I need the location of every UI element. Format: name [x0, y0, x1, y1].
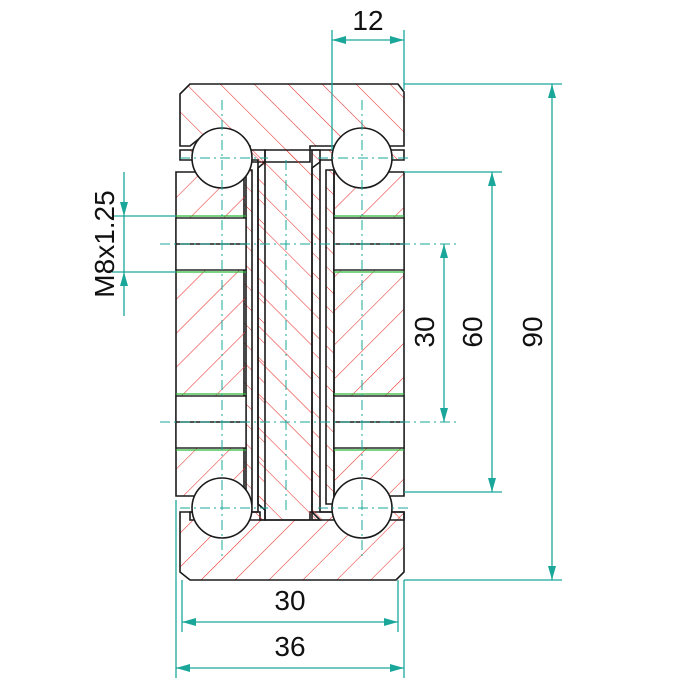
dim-36-label: 36	[274, 631, 305, 662]
left-block	[175, 165, 247, 503]
dimension-30-vertical: 30	[409, 244, 448, 422]
dim-thread-label: M8x1.25	[89, 190, 120, 297]
dimension-thread: M8x1.25	[89, 172, 176, 316]
dimension-36: 36	[175, 500, 405, 678]
dimension-30-horizontal: 30	[181, 580, 399, 632]
dimension-12: 12	[331, 5, 405, 150]
central-slide	[257, 149, 322, 521]
dim-30v-label: 30	[409, 316, 440, 347]
dimension-90: 90	[404, 83, 562, 581]
dim-12-label: 12	[352, 5, 383, 36]
dim-90-label: 90	[517, 316, 548, 347]
dimension-60: 60	[404, 171, 502, 493]
dim-30h-label: 30	[274, 585, 305, 616]
right-block	[333, 165, 405, 503]
ball-bearings	[180, 100, 412, 560]
dim-60-label: 60	[457, 316, 488, 347]
